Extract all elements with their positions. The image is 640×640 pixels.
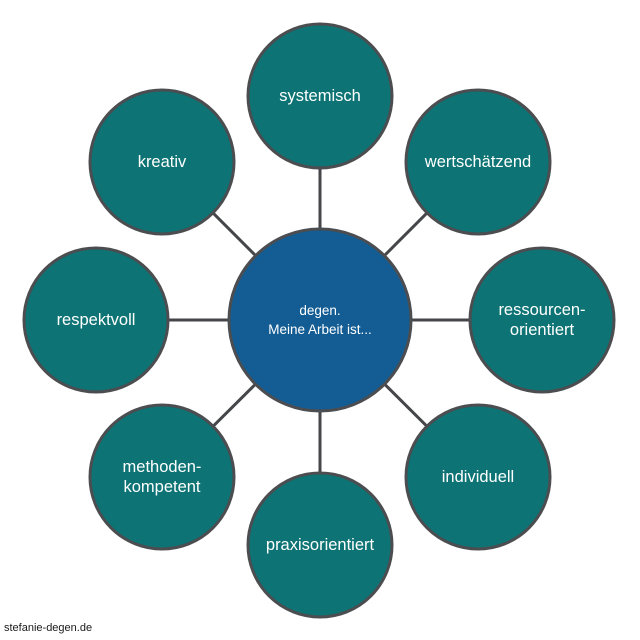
node-label-methodenkompetent: methoden-kompetent — [123, 458, 202, 496]
website-credit: stefanie-degen.de — [4, 622, 93, 634]
node-label-wertschaetzend: wertschätzend — [424, 153, 531, 171]
center-label: degen. Meine Arbeit ist... — [268, 303, 372, 337]
node-individuell: individuell — [404, 403, 552, 551]
connector-methodenkompetent — [210, 381, 258, 429]
node-label-systemisch-line-1: systemisch — [279, 87, 361, 105]
node-label-ressourcenorientiert: ressourcen-orientiert — [498, 301, 585, 339]
node-methodenkompetent: methoden-kompetent — [88, 403, 236, 551]
node-praxisorientiert: praxisorientiert — [246, 471, 394, 619]
node-wertschaetzend: wertschätzend — [404, 88, 552, 236]
node-label-individuell: individuell — [442, 468, 514, 486]
connector-individuell — [382, 381, 430, 429]
node-label-ressourcenorientiert-line-1: ressourcen- — [498, 301, 585, 319]
center-node: degen. Meine Arbeit ist... — [227, 227, 413, 413]
node-label-ressourcenorientiert-line-2: orientiert — [510, 321, 575, 339]
node-label-wertschaetzend-line-1: wertschätzend — [424, 153, 531, 171]
center-label-line-2: Meine Arbeit ist... — [268, 322, 372, 337]
node-label-methodenkompetent-line-2: kompetent — [123, 478, 200, 496]
node-label-individuell-line-1: individuell — [442, 468, 514, 486]
connector-wertschaetzend — [381, 210, 430, 259]
connector-lines — [166, 166, 472, 475]
node-circle-individuell — [404, 403, 552, 551]
node-circle-ressourcenorientiert — [468, 246, 616, 394]
node-circle-respektvoll — [22, 246, 170, 394]
node-circle-systemisch — [246, 22, 394, 170]
node-circle-methodenkompetent — [88, 403, 236, 551]
node-label-respektvoll: respektvoll — [57, 311, 136, 329]
node-label-kreativ-line-1: kreativ — [138, 153, 187, 171]
node-label-praxisorientiert: praxisorientiert — [266, 536, 375, 554]
node-label-methodenkompetent-line-1: methoden- — [123, 458, 202, 476]
node-label-kreativ: kreativ — [138, 153, 187, 171]
center-circle — [227, 227, 413, 413]
node-circle-praxisorientiert — [246, 471, 394, 619]
node-systemisch: systemisch — [246, 22, 394, 170]
node-label-respektvoll-line-1: respektvoll — [57, 311, 136, 329]
center-label-line-1: degen. — [299, 303, 340, 318]
node-circle-kreativ — [88, 88, 236, 236]
node-circle-wertschaetzend — [404, 88, 552, 236]
node-label-systemisch: systemisch — [279, 87, 361, 105]
connector-kreativ — [210, 210, 259, 259]
node-kreativ: kreativ — [88, 88, 236, 236]
node-respektvoll: respektvoll — [22, 246, 170, 394]
node-ressourcenorientiert: ressourcen-orientiert — [468, 246, 616, 394]
outer-nodes: systemisch wertschätzend ressourcen-orient… — [22, 22, 616, 619]
node-label-praxisorientiert-line-1: praxisorientiert — [266, 536, 375, 554]
